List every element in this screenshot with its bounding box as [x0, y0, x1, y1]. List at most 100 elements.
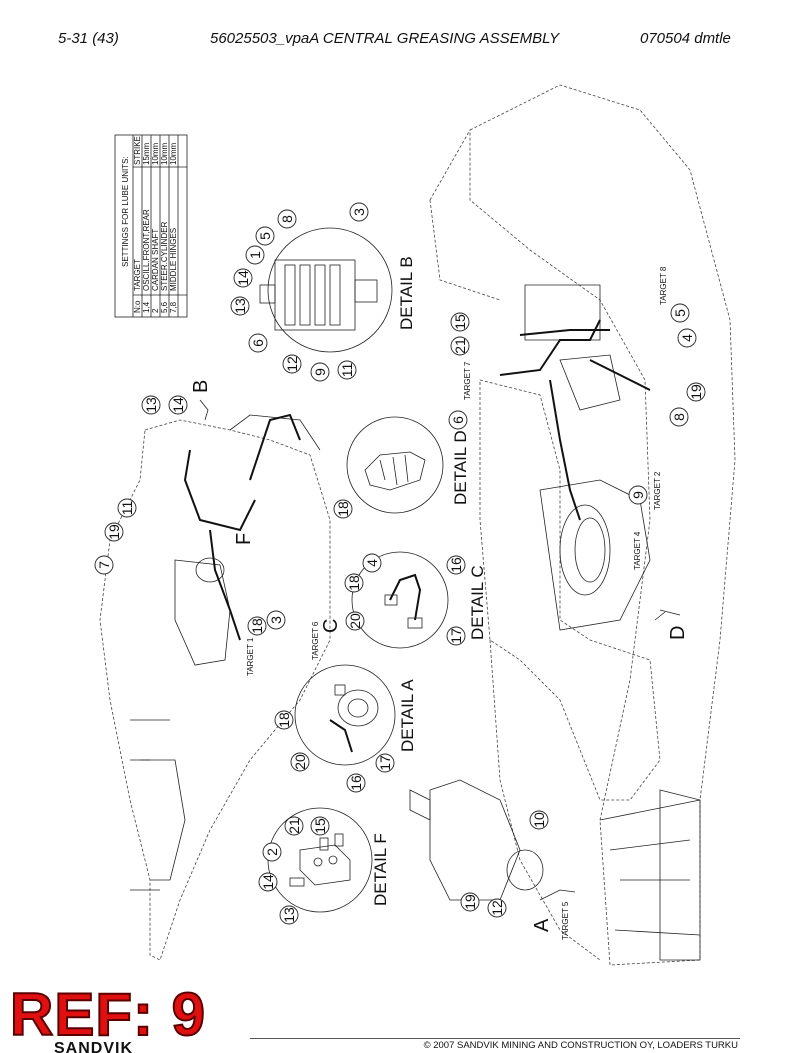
- callout-number: 4: [679, 334, 695, 342]
- callout-number: 19: [106, 524, 122, 540]
- table-cell-target: MIDDLE HINGES: [169, 228, 178, 291]
- callout-circle: [375, 753, 395, 773]
- callout-number: 16: [348, 775, 364, 791]
- callout-circle: [677, 328, 697, 348]
- callout-number: 15: [312, 818, 328, 834]
- callout-number: 17: [448, 628, 464, 644]
- callout-circle: [290, 752, 310, 772]
- callout-circle: [669, 407, 689, 427]
- callout-number: 11: [339, 363, 355, 378]
- callout-circle: [168, 395, 188, 415]
- callout-circle: [245, 245, 265, 265]
- callout-circle: [460, 892, 480, 912]
- ref-stamp: REF: 9: [9, 981, 207, 1048]
- callout-number: 9: [312, 368, 328, 376]
- callout-circle: [333, 499, 353, 519]
- callout-number: 5: [672, 309, 688, 317]
- callout-circle: [233, 268, 253, 288]
- table-cell-strike: 10mm: [151, 142, 160, 165]
- callout-circle: [279, 905, 299, 925]
- detail-18-parts: [364, 451, 426, 491]
- table-cell-no: 5,6: [160, 301, 169, 313]
- view-b-leader: [199, 399, 209, 421]
- callout-circle: [450, 336, 470, 356]
- detail-18-circle: [346, 416, 444, 514]
- detail-c-parts: [384, 573, 423, 629]
- callout-circle: [284, 816, 304, 836]
- target-5-label: TARGET 5: [561, 901, 570, 940]
- callout-circle: [344, 573, 364, 593]
- callout-number: 14: [260, 874, 276, 890]
- callout-number: 13: [232, 298, 248, 314]
- callout-circle: [362, 553, 382, 573]
- callout-number: 13: [143, 397, 159, 413]
- callout-number: 3: [268, 616, 284, 624]
- callout-circle: [487, 898, 507, 918]
- callout-number: 13: [281, 907, 297, 923]
- callout-circle: [277, 209, 297, 229]
- table-cell-target: CARDAN SHAFT: [151, 229, 160, 291]
- detail-circles: [267, 227, 449, 913]
- table-cell-no: 2: [151, 308, 160, 313]
- callout-number: 8: [671, 413, 687, 421]
- detail-b-circle: [267, 227, 393, 353]
- table-cell-target: STEER.CYLINDER: [160, 221, 169, 291]
- callout-number: 16: [448, 557, 464, 573]
- callout-number: 18: [335, 501, 351, 517]
- loader-frame-outline: [99, 84, 736, 966]
- callout-circle: [446, 626, 466, 646]
- footer-rule: [250, 1038, 740, 1039]
- table-cell-target: OSCILL.FRONT,REAR: [142, 209, 151, 291]
- callout-circle: [450, 312, 470, 332]
- callout-circle: [230, 296, 250, 316]
- target-4-label: TARGET 4: [633, 531, 642, 570]
- target-1-label: TARGET 1: [246, 637, 255, 676]
- target-8-label: TARGET 8: [659, 266, 668, 305]
- callout-circle: [346, 773, 366, 793]
- callout-number: 12: [489, 900, 505, 916]
- view-letter-a: A: [531, 918, 553, 932]
- callout-number: 5: [257, 232, 273, 240]
- callout-number: 11: [119, 501, 135, 516]
- callout-circle: [529, 810, 549, 830]
- detail-f-block: [289, 833, 351, 887]
- callout-number: 19: [462, 894, 478, 910]
- table-cell-no: 1,4: [142, 301, 151, 313]
- callout-circle: [310, 816, 330, 836]
- copyright-notice: © 2007 SANDVIK MINING AND CONSTRUCTION O…: [423, 1040, 738, 1051]
- view-letter-f: F: [233, 533, 255, 545]
- revision-code: 070504 dmtle: [640, 30, 731, 47]
- detail-c-circle: [351, 551, 449, 649]
- callout-circle: [266, 610, 286, 630]
- callout-number: 15: [452, 314, 468, 330]
- callout-number: 18: [276, 712, 292, 728]
- callout-circle: [448, 410, 468, 430]
- callout-number: 7: [96, 561, 112, 569]
- callout-number: 6: [450, 416, 466, 424]
- callout-circle: [94, 555, 114, 575]
- lube-settings-table: SETTINGS FOR LUBE UNITS: N:o TARGET STRI…: [114, 134, 188, 318]
- callout-circle: [670, 303, 690, 323]
- callout-circle: [247, 616, 267, 636]
- callout-number: 21: [452, 338, 468, 354]
- callout-circle: [349, 202, 369, 222]
- callout-circle: [117, 498, 137, 518]
- callout-number: 18: [249, 618, 265, 634]
- view-letter-d: D: [667, 626, 689, 640]
- callout-number: 19: [688, 384, 704, 400]
- callout-circle: [258, 872, 278, 892]
- table-cell-strike: 10mm: [169, 142, 178, 165]
- callout-circle: [310, 362, 330, 382]
- callout-number: 21: [286, 818, 302, 834]
- callout-number: 20: [347, 613, 363, 629]
- callout-number: 17: [377, 755, 393, 771]
- callout-number: 9: [630, 491, 646, 499]
- callout-circle: [262, 842, 282, 862]
- detail-a-parts: [329, 684, 379, 753]
- table-header-no: N:o: [133, 300, 142, 313]
- table-header-target: TARGET: [133, 259, 142, 291]
- callout-number: 10: [531, 812, 547, 828]
- callout-number: 1: [247, 251, 263, 259]
